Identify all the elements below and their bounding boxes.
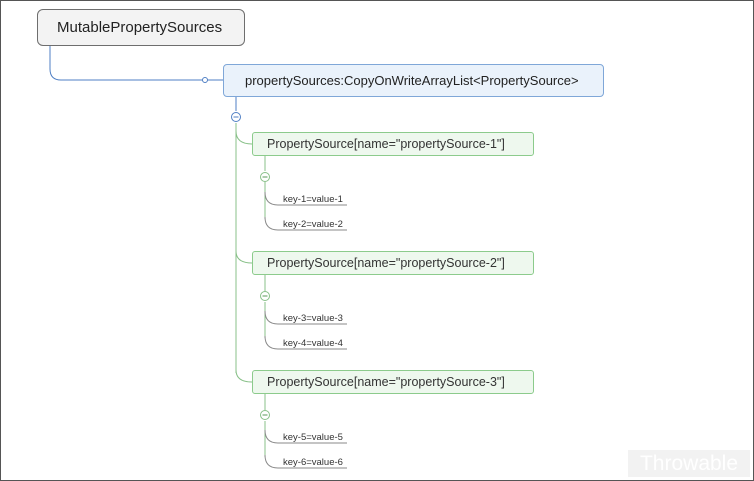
leaf-connector [264, 335, 347, 350]
leaf-connector [264, 310, 347, 325]
main-topic-node[interactable]: propertySources:CopyOnWriteArrayList<Pro… [223, 64, 604, 97]
property-source-node-3[interactable]: PropertySource[name="propertySource-3"] [252, 370, 534, 394]
leaf-entry[interactable]: key-2=value-2 [283, 219, 343, 230]
leaf-connector [264, 216, 347, 231]
watermark: Throwable [628, 450, 750, 477]
property-source-node-1[interactable]: PropertySource[name="propertySource-1"] [252, 132, 534, 156]
leaf-connector [264, 454, 347, 469]
connector-junction-dot [202, 77, 208, 83]
collapse-minus-icon[interactable] [260, 291, 270, 301]
leaf-connector [264, 429, 347, 444]
connector-source-3 [235, 369, 253, 383]
leaf-entry[interactable]: key-3=value-3 [283, 313, 343, 324]
leaf-entry[interactable]: key-4=value-4 [283, 338, 343, 349]
leaf-entry[interactable]: key-6=value-6 [283, 457, 343, 468]
collapse-minus-icon[interactable] [260, 172, 270, 182]
collapse-minus-icon[interactable] [231, 112, 241, 122]
connector-source-2 [235, 250, 253, 264]
collapse-minus-icon[interactable] [260, 410, 270, 420]
root-node[interactable]: MutablePropertySources [37, 9, 245, 46]
property-source-node-2[interactable]: PropertySource[name="propertySource-2"] [252, 251, 534, 275]
leaf-connector [264, 191, 347, 206]
connector-source-1 [235, 130, 253, 145]
root-to-main-connector [49, 46, 223, 81]
leaf-entry[interactable]: key-5=value-5 [283, 432, 343, 443]
leaf-entry[interactable]: key-1=value-1 [283, 194, 343, 205]
